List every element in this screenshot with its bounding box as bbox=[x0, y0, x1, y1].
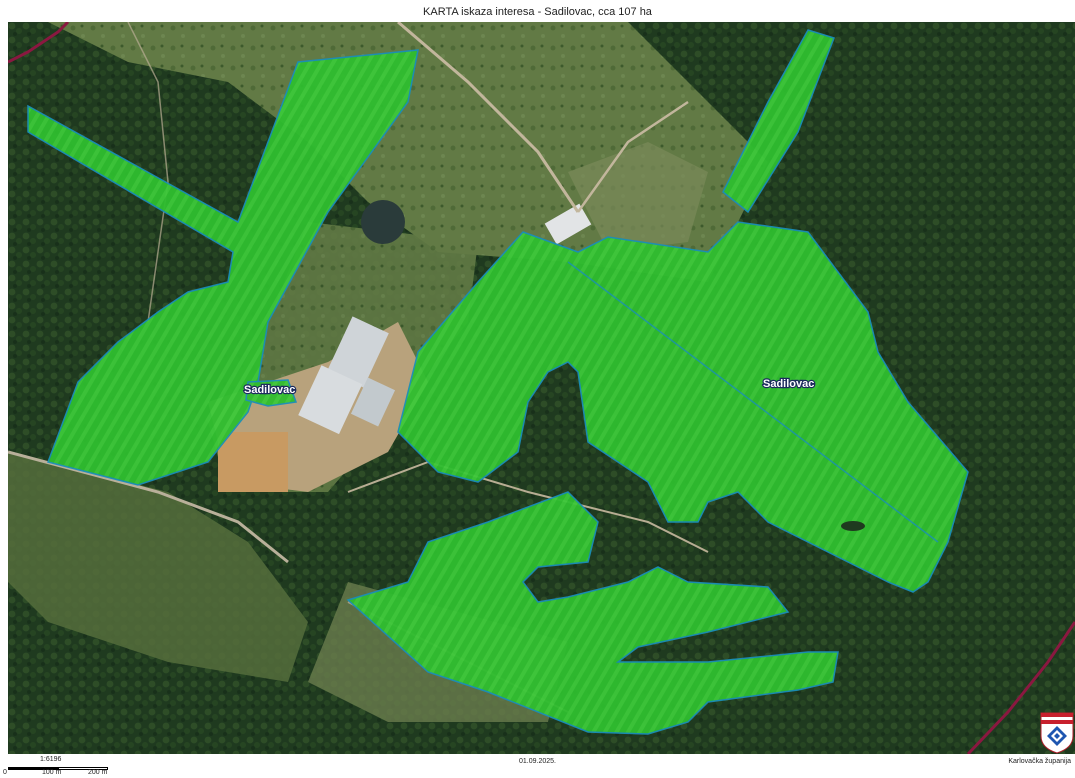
parcel-divider bbox=[567, 261, 939, 543]
scale-label-mid: 100 m bbox=[42, 769, 62, 776]
scale-label-zero: 0 bbox=[3, 769, 7, 776]
road bbox=[576, 100, 689, 213]
scale-label-right: 200 m bbox=[88, 769, 108, 776]
boundary-line bbox=[966, 621, 1075, 754]
map-title: KARTA iskaza interesa - Sadilovac, cca 1… bbox=[423, 6, 652, 18]
county-name: Karlovačka županija bbox=[1008, 758, 1071, 765]
field-label-sadilovac-east: Sadilovac bbox=[763, 378, 814, 390]
parcel-central[interactable] bbox=[397, 221, 969, 593]
road bbox=[8, 450, 289, 564]
farm-building bbox=[327, 316, 389, 388]
aerial-map: Sadilovac Sadilovac bbox=[8, 22, 1075, 754]
boundary-line bbox=[8, 22, 70, 64]
parcel-west[interactable] bbox=[27, 49, 419, 486]
map-canvas[interactable]: Sadilovac Sadilovac bbox=[8, 22, 1075, 754]
road bbox=[397, 22, 580, 213]
county-coat-of-arms-icon bbox=[1040, 712, 1074, 754]
scale-bar bbox=[8, 767, 108, 771]
farm-building bbox=[298, 365, 363, 435]
meadow-area bbox=[48, 22, 768, 282]
map-date: 01.09.2025. bbox=[519, 758, 556, 765]
field-label-sadilovac-west: Sadilovac bbox=[244, 384, 295, 396]
scale-segment-white bbox=[58, 767, 108, 770]
parcel-layer bbox=[27, 29, 969, 735]
farm-building bbox=[544, 203, 592, 245]
sand-area bbox=[218, 432, 288, 492]
scale-segment-black bbox=[8, 767, 58, 770]
scale-ratio: 1:6196 bbox=[40, 756, 62, 763]
farm-building bbox=[350, 377, 396, 427]
parcel-small[interactable] bbox=[245, 379, 298, 407]
road bbox=[347, 460, 709, 553]
parcel-south[interactable] bbox=[346, 491, 839, 735]
parcel-north-strip[interactable] bbox=[722, 29, 835, 214]
pond bbox=[361, 200, 405, 244]
parcel-hole bbox=[841, 521, 865, 531]
